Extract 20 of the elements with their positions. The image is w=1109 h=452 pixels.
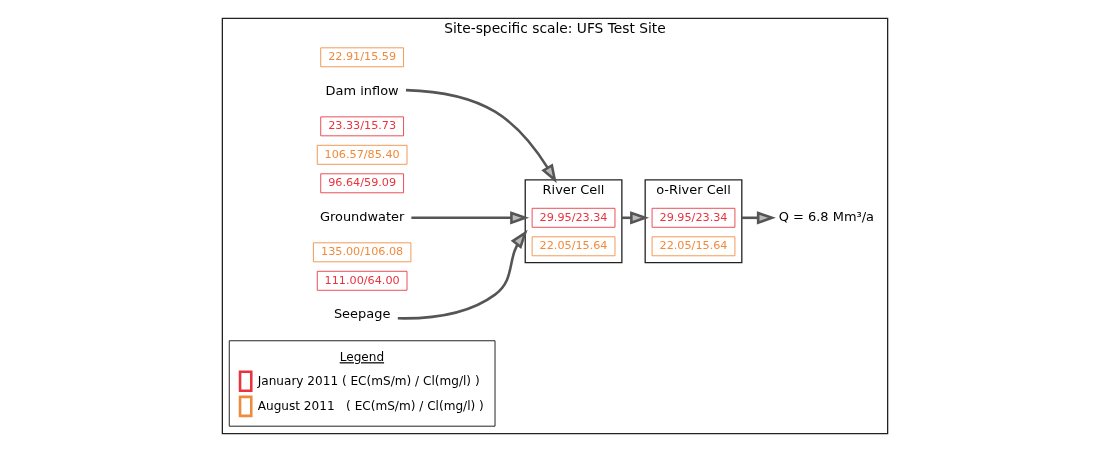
node-box: 22.05/15.64 bbox=[531, 236, 615, 257]
node-box: 111.00/64.00 bbox=[316, 270, 407, 291]
node-box: 22.05/15.64 bbox=[651, 236, 735, 257]
arrow bbox=[410, 211, 529, 225]
node-box: 23.33/15.73 bbox=[319, 116, 404, 137]
node-text: Q = 6.8 Mm³/a bbox=[778, 208, 874, 224]
arrow bbox=[405, 88, 557, 184]
arrow bbox=[397, 229, 528, 320]
node-box: 96.64/59.09 bbox=[319, 173, 404, 194]
node-box: 29.95/23.34 bbox=[531, 207, 615, 228]
node-text: Seepage bbox=[333, 306, 390, 322]
node-text: Groundwater bbox=[319, 208, 404, 224]
legend-label: January 2011 ( EC(mS/m) / Cl(mg/l) ) bbox=[257, 373, 480, 388]
node-text: Dam inflow bbox=[325, 82, 399, 98]
legend-label: August 2011 ( EC(mS/m) / Cl(mg/l) ) bbox=[257, 398, 484, 413]
node-box: 29.95/23.34 bbox=[651, 207, 735, 228]
node-box: 22.91/15.59 bbox=[319, 47, 404, 68]
node-box: 106.57/85.40 bbox=[316, 144, 407, 165]
node-box: 135.00/106.08 bbox=[312, 242, 411, 263]
label: Legend bbox=[339, 350, 384, 365]
